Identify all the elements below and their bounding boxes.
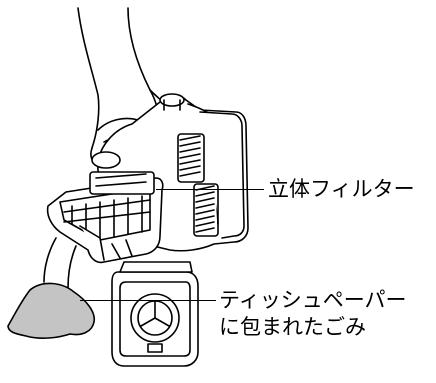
- filter-label: 立体フィルター: [268, 177, 415, 201]
- tissue-label-line1: ティッシュペーパー: [219, 288, 407, 312]
- tissue-dust: [7, 282, 96, 339]
- tissue-label-line2: に包まれたごみ: [219, 315, 366, 339]
- falling-lines: [43, 237, 77, 289]
- bottom-lid: [111, 261, 199, 367]
- vent-grille: [177, 133, 219, 237]
- filter-unit: [46, 151, 164, 264]
- filter-leader-line: [156, 189, 264, 190]
- tissue-leader-line: [80, 300, 216, 301]
